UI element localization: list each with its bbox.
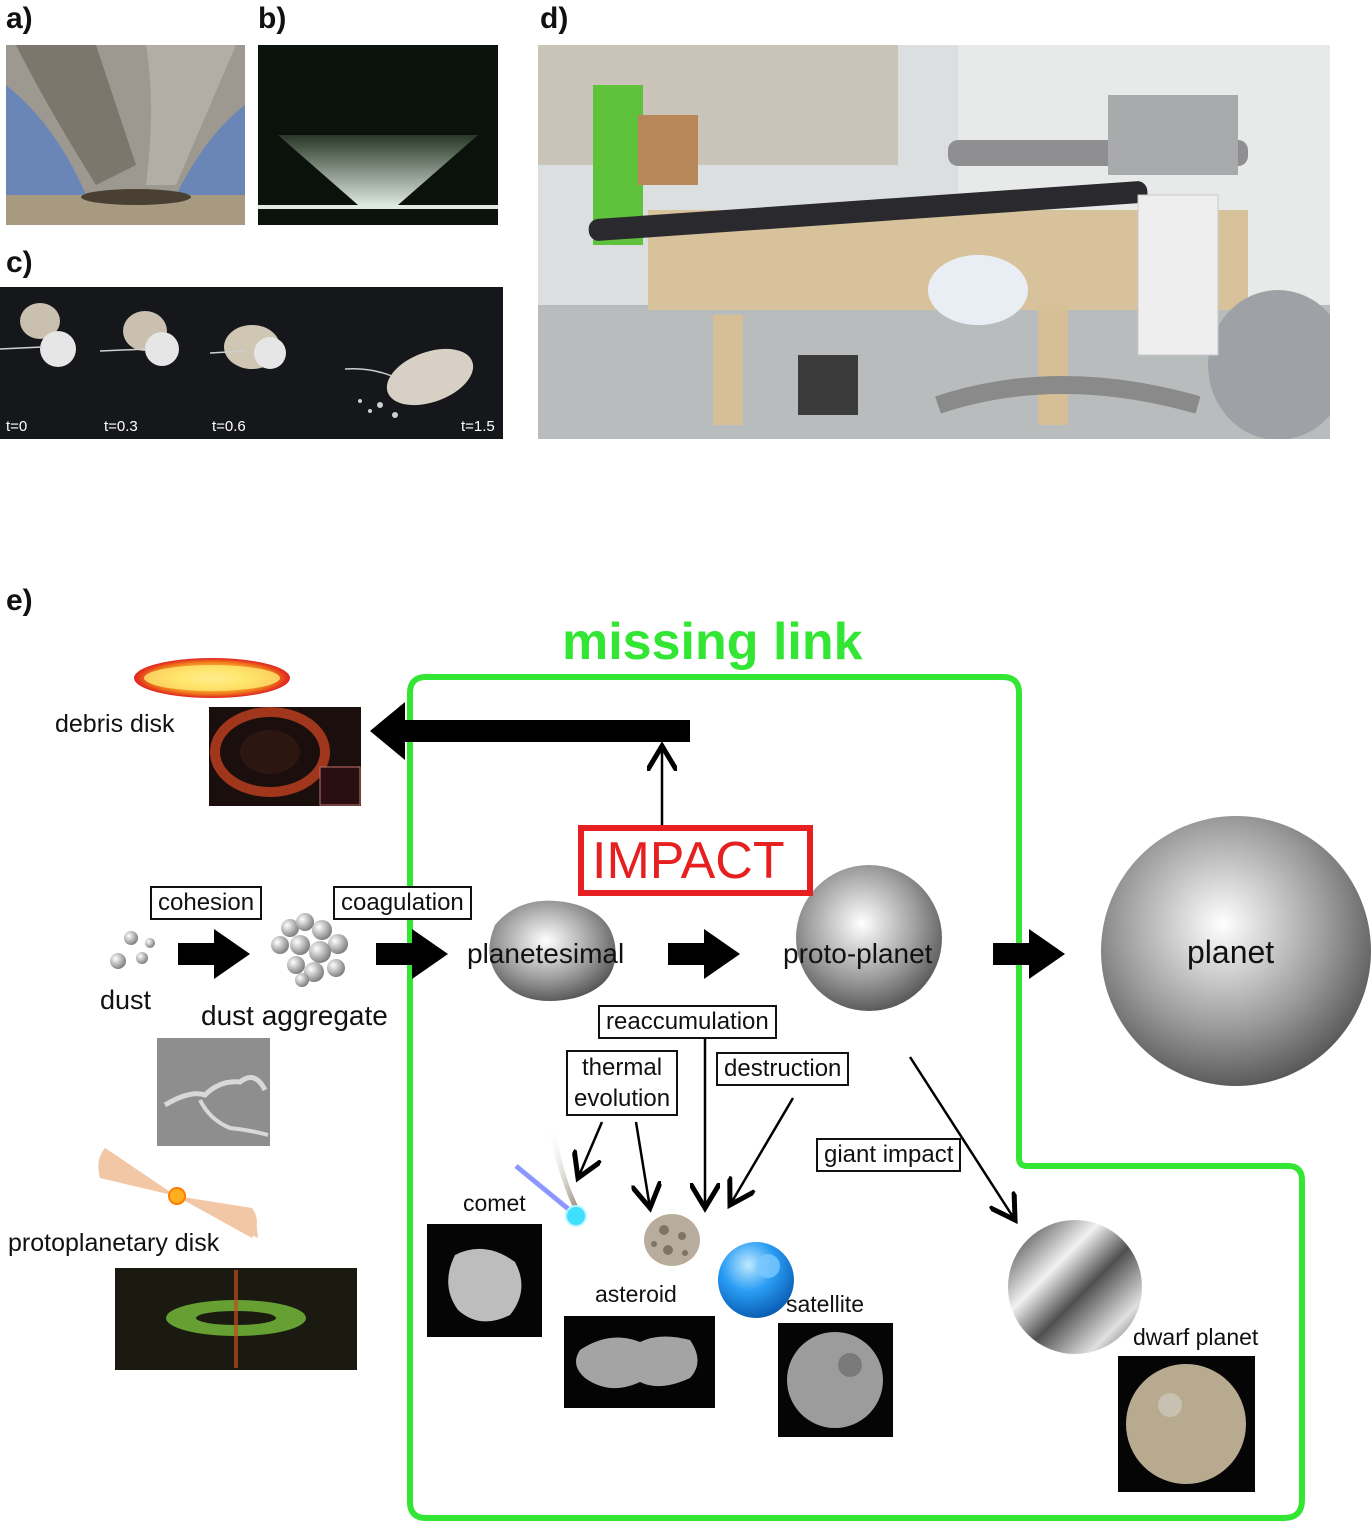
panel-label-a: a): [6, 2, 33, 35]
satellite-icon: [718, 1242, 794, 1318]
formation-diagram: [98, 658, 1371, 1521]
time-label-0: t=0: [6, 418, 28, 435]
photo-gas-gun-lab: [538, 45, 1330, 439]
destruction-box: destruction: [716, 1052, 850, 1086]
dust-aggregate-image: [157, 1038, 270, 1146]
comet-tail-icon: [548, 1130, 580, 1210]
missing-link-title: missing link: [562, 613, 863, 671]
arrow-aggregate-to-planetesimal: [376, 929, 448, 979]
planetesimal-body: [489, 900, 616, 1002]
debris-disk-label: debris disk: [55, 710, 175, 738]
panel-label-d: d): [540, 2, 569, 35]
thermal-line-2: evolution: [574, 1085, 671, 1112]
dust-aggregate-label: dust aggregate: [201, 1000, 388, 1031]
cohesion-box: cohesion: [150, 886, 263, 920]
comet-nucleus-icon: [565, 1205, 587, 1227]
thermal-evolution-box: thermal evolution: [566, 1050, 679, 1116]
time-label-3: t=1.5: [461, 418, 495, 435]
asteroid-label: asteroid: [595, 1281, 677, 1307]
comet-label: comet: [463, 1190, 526, 1216]
planetesimal-label: planetesimal: [467, 938, 625, 969]
proto-planet-body: [796, 865, 942, 1011]
arrow-dust-to-aggregate: [178, 929, 250, 979]
protoplanetary-disk-shape: [98, 1148, 258, 1238]
planet-label: planet: [1187, 934, 1275, 970]
arrow-to-debris-disk-shaft: [400, 720, 690, 742]
thermal-line-1: thermal: [582, 1054, 663, 1081]
photo-ejecta-plume: [6, 45, 245, 225]
arrow-giant-impact: [908, 1056, 1015, 1220]
arrow-thermal-to-comet: [578, 1121, 604, 1178]
protoplanetary-disk-label: protoplanetary disk: [8, 1229, 220, 1257]
arrow-protoplanet-to-planet: [993, 929, 1065, 979]
arrow-planetesimal-to-protoplanet: [668, 929, 740, 979]
reaccumulation-box: reaccumulation: [598, 1005, 777, 1039]
photo-ejecta-cone: [258, 45, 498, 225]
coagulation-box: coagulation: [333, 886, 472, 920]
impact-label: IMPACT: [592, 832, 785, 890]
arrow-destruction-to-asteroid: [730, 1097, 795, 1205]
planet-body: [1101, 816, 1371, 1086]
giant-impact-box: giant impact: [816, 1138, 962, 1172]
asteroid-icon: [644, 1214, 700, 1266]
photo-collision-sequence: t=0 t=0.3 t=0.6 t=1.5: [0, 287, 503, 439]
missing-link-boundary: [407, 674, 1305, 1521]
arrow-thermal-to-asteroid: [636, 1121, 650, 1208]
dust-label: dust: [100, 985, 152, 1015]
time-label-2: t=0.6: [212, 418, 246, 435]
dust-aggregate-cluster: [271, 913, 348, 987]
dwarf-planet-body: [1008, 1220, 1142, 1354]
proto-planet-label: proto-planet: [783, 938, 933, 969]
time-label-1: t=0.3: [104, 418, 138, 435]
dust-particles: [110, 931, 155, 969]
satellite-label: satellite: [786, 1291, 864, 1317]
arrow-to-debris-disk-head: [370, 702, 405, 760]
panel-label-c: c): [6, 246, 33, 279]
impact-box: [578, 825, 813, 896]
panel-label-e: e): [6, 584, 33, 617]
panel-label-b: b): [258, 2, 287, 35]
dwarf-planet-label: dwarf planet: [1133, 1324, 1259, 1350]
